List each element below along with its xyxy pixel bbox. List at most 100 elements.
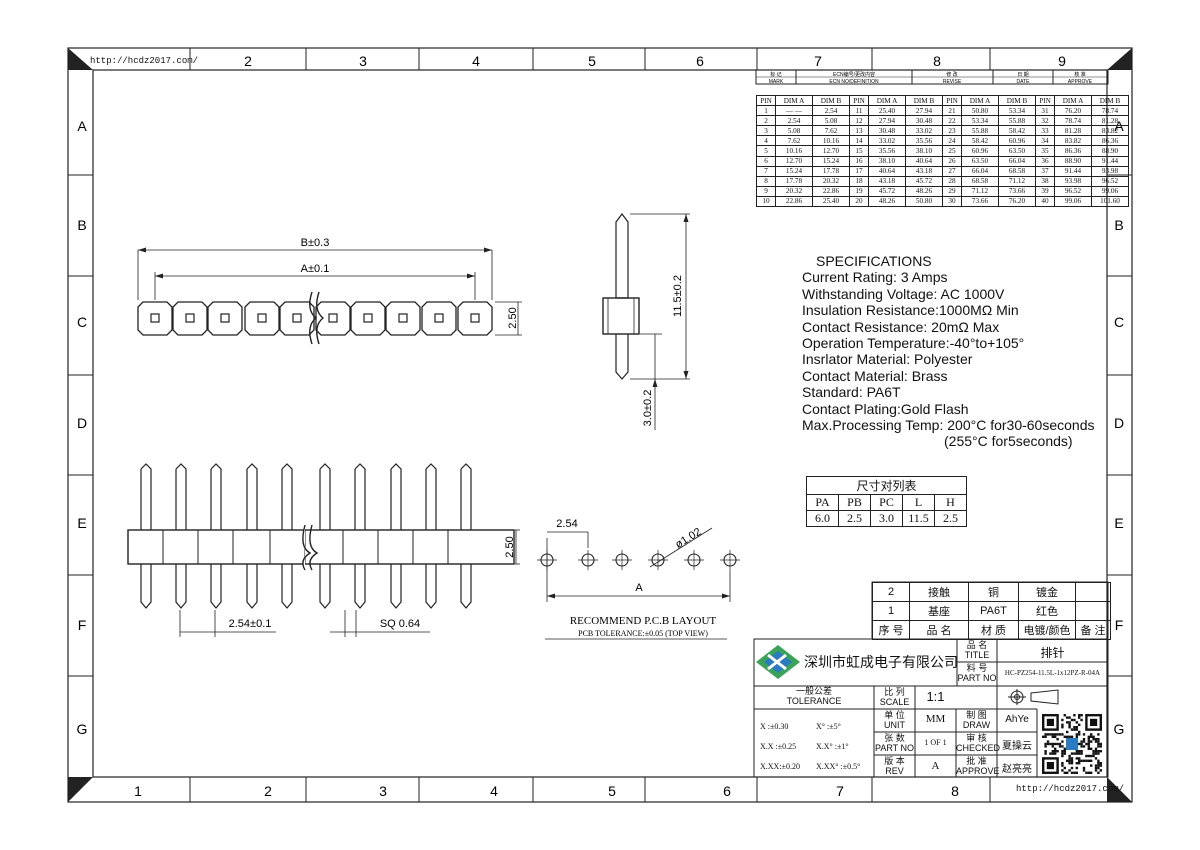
- qr-module: [1094, 738, 1098, 741]
- pin-table-cell: 19: [849, 185, 869, 197]
- qr-module: [1097, 762, 1100, 765]
- pin-table-cell: 40.64: [905, 155, 943, 167]
- spec-line: Insulation Resistance:1000MΩ Min: [802, 302, 1019, 319]
- top-pin-square: [363, 313, 373, 323]
- unit-label-cn: 单 位: [884, 710, 905, 720]
- pcb-title: RECOMMEND P.C.B LAYOUT: [570, 615, 717, 627]
- qr-module: [1061, 745, 1064, 748]
- qr-module: [1097, 745, 1100, 748]
- qr-module: [1075, 750, 1078, 753]
- pin-table-cell: 60.96: [961, 145, 999, 157]
- qr-module: [1099, 742, 1102, 746]
- dim-header: PC: [870, 494, 903, 511]
- pin-table-cell: 86.36: [1054, 145, 1092, 157]
- square-label: SQ 0.64: [380, 618, 420, 630]
- pin-table-header: PIN: [756, 94, 776, 107]
- qr-module: [1068, 754, 1071, 758]
- qr-module: [1046, 742, 1050, 746]
- qr-module: [1082, 733, 1086, 736]
- qr-module: [1046, 740, 1050, 743]
- zone-row-left: E: [77, 515, 86, 531]
- front-pin-top: [140, 463, 152, 530]
- qr-module: [1075, 766, 1078, 770]
- pin-table-cell: 36: [1035, 155, 1055, 167]
- qr-module: [1090, 759, 1093, 762]
- qr-module: [1097, 759, 1100, 762]
- pin-table-cell: 28: [942, 175, 962, 187]
- spec-title: SPECIFICATIONS: [816, 253, 932, 269]
- pin-table-cell: 76.20: [1054, 105, 1092, 117]
- front-pin-bottom: [281, 564, 293, 609]
- spec-line: Contact Resistance: 20mΩ Max: [802, 318, 1000, 335]
- rev-revise-en: REVISE: [943, 79, 962, 85]
- qr-module: [1051, 752, 1054, 755]
- qr-code-icon: [1040, 712, 1104, 776]
- pin-table-header: PIN: [1035, 94, 1055, 107]
- qr-module: [1061, 718, 1064, 722]
- pin-table-cell: 63.50: [961, 155, 999, 167]
- qr-center-logo: [1066, 738, 1078, 750]
- qr-module: [1075, 733, 1078, 736]
- dim-value: 2.5: [934, 510, 967, 527]
- qr-module: [1087, 747, 1090, 750]
- bom-cell: 接触: [909, 582, 969, 602]
- bom-header: 品 名: [909, 620, 969, 640]
- zone-row-right: E: [1114, 515, 1123, 531]
- pin-table-cell: 38: [1035, 175, 1055, 187]
- pin-table-cell: 13: [849, 125, 869, 137]
- revision-header: 标 记 MARK ECN编号/更改内容 ECN NO/DEFINITION 修 …: [755, 69, 1109, 85]
- zone-col-top: 5: [588, 53, 596, 69]
- qr-module: [1068, 721, 1071, 724]
- qr-module: [1080, 750, 1083, 753]
- pin-table-header: DIM A: [868, 94, 906, 107]
- qr-module: [1058, 733, 1062, 736]
- pin-table-cell: 15: [849, 145, 869, 157]
- qr-module: [1099, 750, 1102, 753]
- qr-module: [1061, 750, 1064, 753]
- pin-table-cell: 8: [756, 175, 776, 187]
- qr-module: [1063, 735, 1066, 738]
- qr-module: [1094, 747, 1098, 750]
- top-pin-square: [398, 313, 408, 323]
- pin-table-cell: 39: [1035, 185, 1055, 197]
- pin-table-cell: 58.42: [961, 135, 999, 147]
- pin-table-cell: 55.88: [961, 125, 999, 137]
- pin-table-cell: 60.96: [998, 135, 1036, 147]
- qr-module: [1075, 721, 1078, 724]
- qr-module: [1044, 733, 1047, 736]
- qr-module: [1054, 742, 1057, 746]
- pin-table-cell: 40.64: [868, 165, 906, 177]
- pin-table-cell: 71.12: [998, 175, 1036, 187]
- dim-value: 3.0: [870, 510, 903, 527]
- approve-label-en: APPROVE: [956, 766, 1000, 776]
- zone-col-top: 7: [814, 53, 822, 69]
- front-pin-bottom: [140, 564, 152, 609]
- bom-cell: 2: [872, 582, 910, 602]
- qr-module: [1051, 750, 1054, 753]
- qr-module: [1090, 771, 1093, 774]
- dim-header: L: [902, 494, 935, 511]
- qr-module: [1085, 771, 1088, 774]
- qr-module: [1056, 750, 1059, 753]
- part-label: 料 号 PART NO: [957, 663, 997, 683]
- qr-module: [1078, 742, 1081, 746]
- pin-table-cell: 15.24: [812, 155, 850, 167]
- sheet-label-en: PART NO: [874, 743, 914, 753]
- pin-table-header: DIM B: [1091, 94, 1129, 107]
- front-pin-top: [175, 463, 187, 530]
- tol-linear: X :±0.30: [760, 722, 789, 731]
- pin-table-cell: 43.18: [905, 165, 943, 177]
- qr-module: [1080, 759, 1083, 762]
- qr-module: [1075, 771, 1078, 774]
- pin-table-cell: 17: [849, 165, 869, 177]
- top-pin-square: [328, 313, 338, 323]
- qr-module: [1063, 766, 1066, 770]
- qr-module: [1063, 752, 1066, 755]
- pin-table-cell: 68.58: [961, 175, 999, 187]
